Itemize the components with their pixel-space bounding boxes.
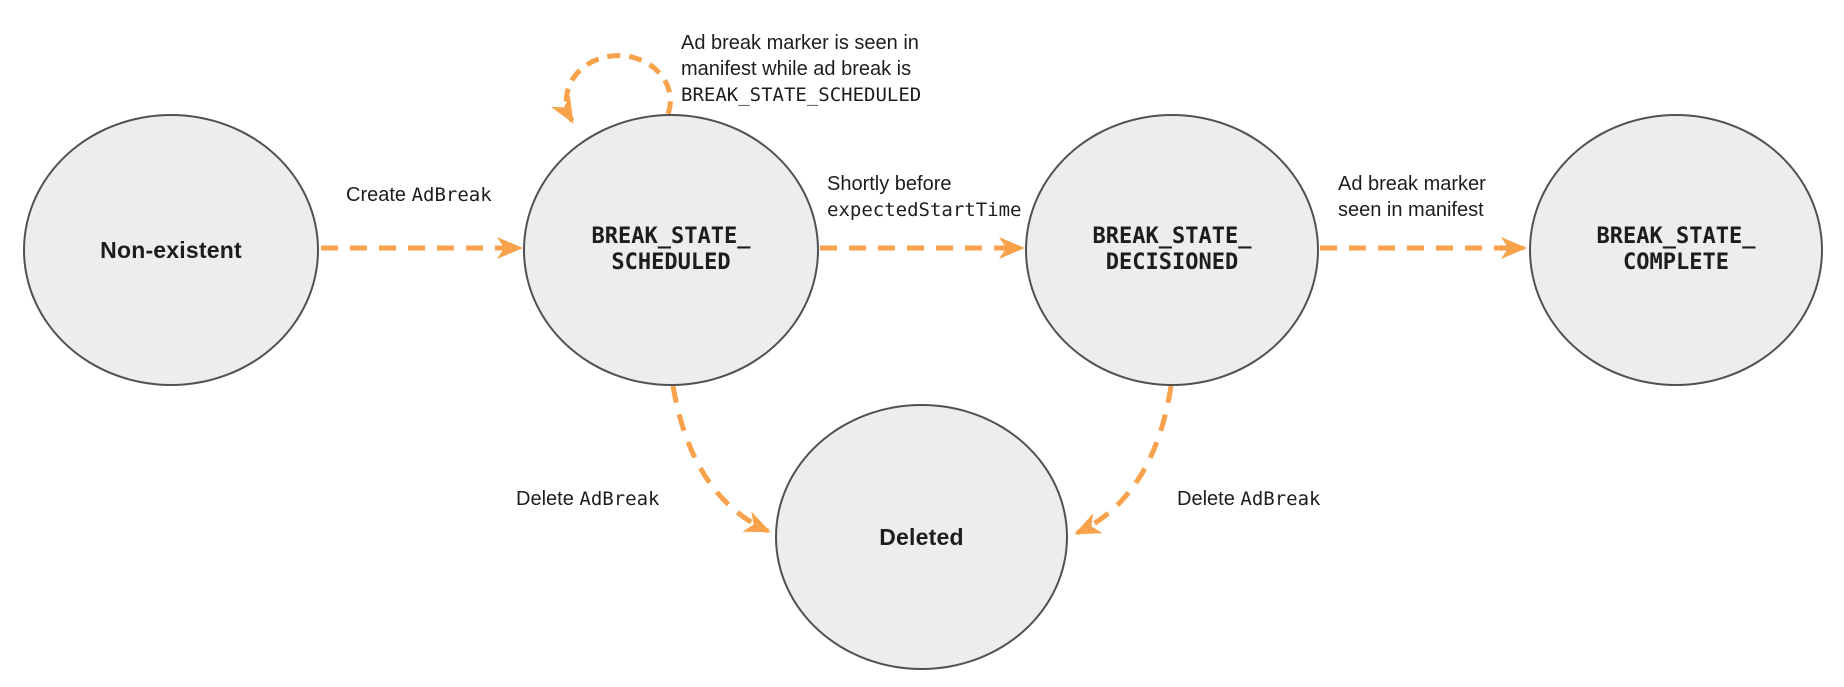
state-label-scheduled-line2: SCHEDULED (611, 250, 731, 275)
marker-seen-label-line2: seen in manifest (1338, 199, 1484, 221)
state-node-break-state-complete: BREAK_STATE_ COMPLETE (1529, 114, 1823, 386)
arrow-scheduled-to-deleted (670, 385, 771, 534)
state-node-break-state-scheduled: BREAK_STATE_ SCHEDULED (523, 114, 819, 386)
shortly-before-label-line2: expectedStartTime (827, 199, 1022, 221)
create-label-text: Create (346, 184, 412, 206)
state-label-non-existent: Non-existent (100, 236, 242, 263)
transition-label-delete-adbreak-right: Delete AdBreak (1177, 486, 1320, 512)
create-label-code: AdBreak (411, 184, 492, 206)
state-label-complete-line2: COMPLETE (1623, 250, 1729, 275)
state-label-decisioned-line2: DECISIONED (1105, 250, 1239, 275)
arrow-decisioned-to-deleted (1074, 385, 1174, 536)
state-label-complete-line1: BREAK_STATE_ (1596, 224, 1756, 249)
state-label-decisioned-line1: BREAK_STATE_ (1092, 224, 1252, 249)
state-node-non-existent: Non-existent (23, 114, 319, 386)
state-label-deleted: Deleted (879, 523, 964, 550)
transition-label-shortly-before: Shortly before expectedStartTime (827, 171, 1021, 223)
delete-right-label-code: AdBreak (1240, 488, 1321, 510)
transition-label-self-loop: Ad break marker is seen in manifest whil… (681, 30, 921, 108)
delete-left-label-code: AdBreak (579, 488, 660, 510)
self-loop-label-line3: BREAK_STATE_SCHEDULED (681, 84, 922, 106)
delete-left-label-text: Delete (516, 488, 580, 510)
transition-label-create-adbreak: Create AdBreak (346, 182, 492, 208)
self-loop-label-line2: manifest while ad break is (681, 58, 912, 80)
shortly-before-label-line1: Shortly before (827, 173, 952, 195)
marker-seen-label-line1: Ad break marker (1338, 173, 1486, 195)
state-node-deleted: Deleted (775, 404, 1068, 670)
transition-label-delete-adbreak-left: Delete AdBreak (516, 486, 659, 512)
arrow-self-loop-scheduled (550, 53, 673, 124)
delete-right-label-text: Delete (1177, 488, 1241, 510)
state-label-scheduled-line1: BREAK_STATE_ (591, 224, 751, 249)
self-loop-label-line1: Ad break marker is seen in (681, 32, 919, 54)
state-node-break-state-decisioned: BREAK_STATE_ DECISIONED (1025, 114, 1319, 386)
transition-label-marker-seen: Ad break marker seen in manifest (1338, 171, 1486, 223)
